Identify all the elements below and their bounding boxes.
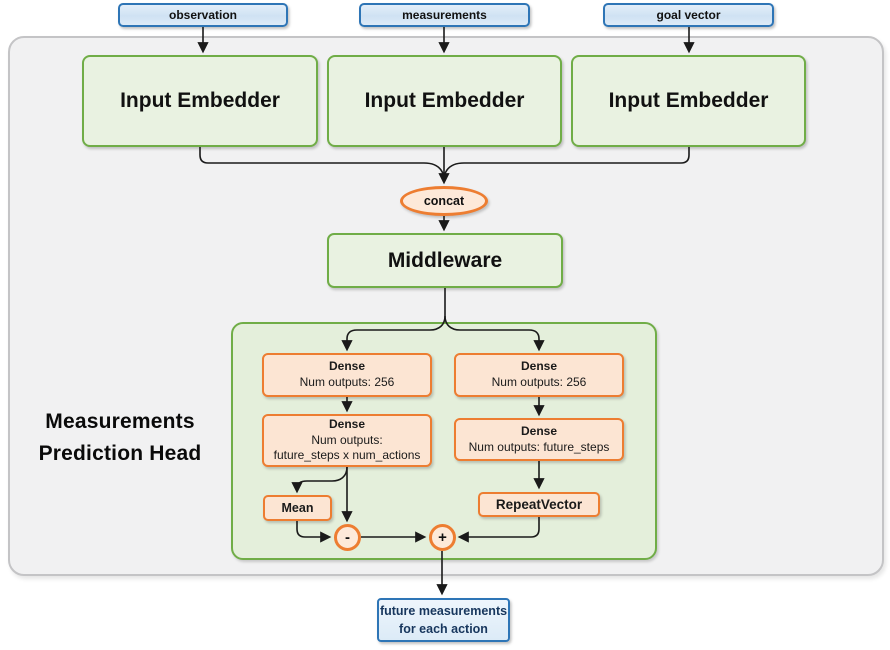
- dense-right-1-title: Dense: [520, 359, 558, 374]
- input-embedder-2-label: Input Embedder: [364, 89, 525, 112]
- input-embedder-1-label: Input Embedder: [120, 89, 280, 112]
- concat-node: concat: [400, 186, 488, 216]
- concat-label: concat: [423, 194, 465, 208]
- output-label-line2: for each action: [399, 622, 488, 636]
- dense-right-1: Dense Num outputs: 256: [454, 353, 624, 397]
- input-embedder-2: Input Embedder: [327, 55, 562, 147]
- middleware-label: Middleware: [387, 248, 503, 272]
- goal-vector-label: goal vector: [656, 8, 721, 22]
- observation-label: observation: [168, 8, 237, 22]
- input-embedder-3: Input Embedder: [571, 55, 806, 147]
- observation-node: observation: [118, 3, 288, 27]
- dense-left-1-line1: Num outputs: 256: [299, 375, 395, 389]
- plus-operator: +: [429, 524, 456, 551]
- mean-label: Mean: [281, 500, 314, 515]
- minus-label: -: [345, 529, 350, 546]
- middleware-node: Middleware: [327, 233, 563, 288]
- dense-left-2-title: Dense: [328, 417, 366, 432]
- mean-node: Mean: [263, 495, 332, 521]
- goal-vector-node: goal vector: [603, 3, 774, 27]
- input-embedder-1: Input Embedder: [82, 55, 318, 147]
- prediction-head-title-line1: Measurements: [45, 410, 195, 433]
- dense-right-2-line1: Num outputs: future_steps: [468, 439, 610, 454]
- dense-left-2: Dense Num outputs: future_steps x num_ac…: [262, 414, 432, 467]
- dense-left-2-line1: Num outputs:: [311, 432, 383, 447]
- repeat-vector-node: RepeatVector: [478, 492, 600, 517]
- prediction-head-title: Measurements Prediction Head: [12, 406, 228, 470]
- dense-left-1: Dense Num outputs: 256: [262, 353, 432, 397]
- measurements-node: measurements: [359, 3, 530, 27]
- dense-right-2-title: Dense: [520, 423, 558, 438]
- output-node: future measurements for each action: [377, 598, 510, 642]
- prediction-head-title-line2: Prediction Head: [38, 442, 202, 465]
- repeat-vector-label: RepeatVector: [495, 496, 583, 512]
- output-label-line1: future measurements: [379, 603, 508, 618]
- dense-right-2: Dense Num outputs: future_steps: [454, 418, 624, 461]
- dense-left-1-title: Dense: [328, 359, 366, 374]
- plus-label: +: [438, 529, 447, 546]
- input-embedder-3-label: Input Embedder: [608, 89, 769, 112]
- dense-left-2-line2: future_steps x num_actions: [273, 448, 421, 463]
- dense-right-1-line1: Num outputs: 256: [491, 375, 587, 389]
- minus-operator: -: [334, 524, 361, 551]
- measurements-label: measurements: [402, 8, 487, 22]
